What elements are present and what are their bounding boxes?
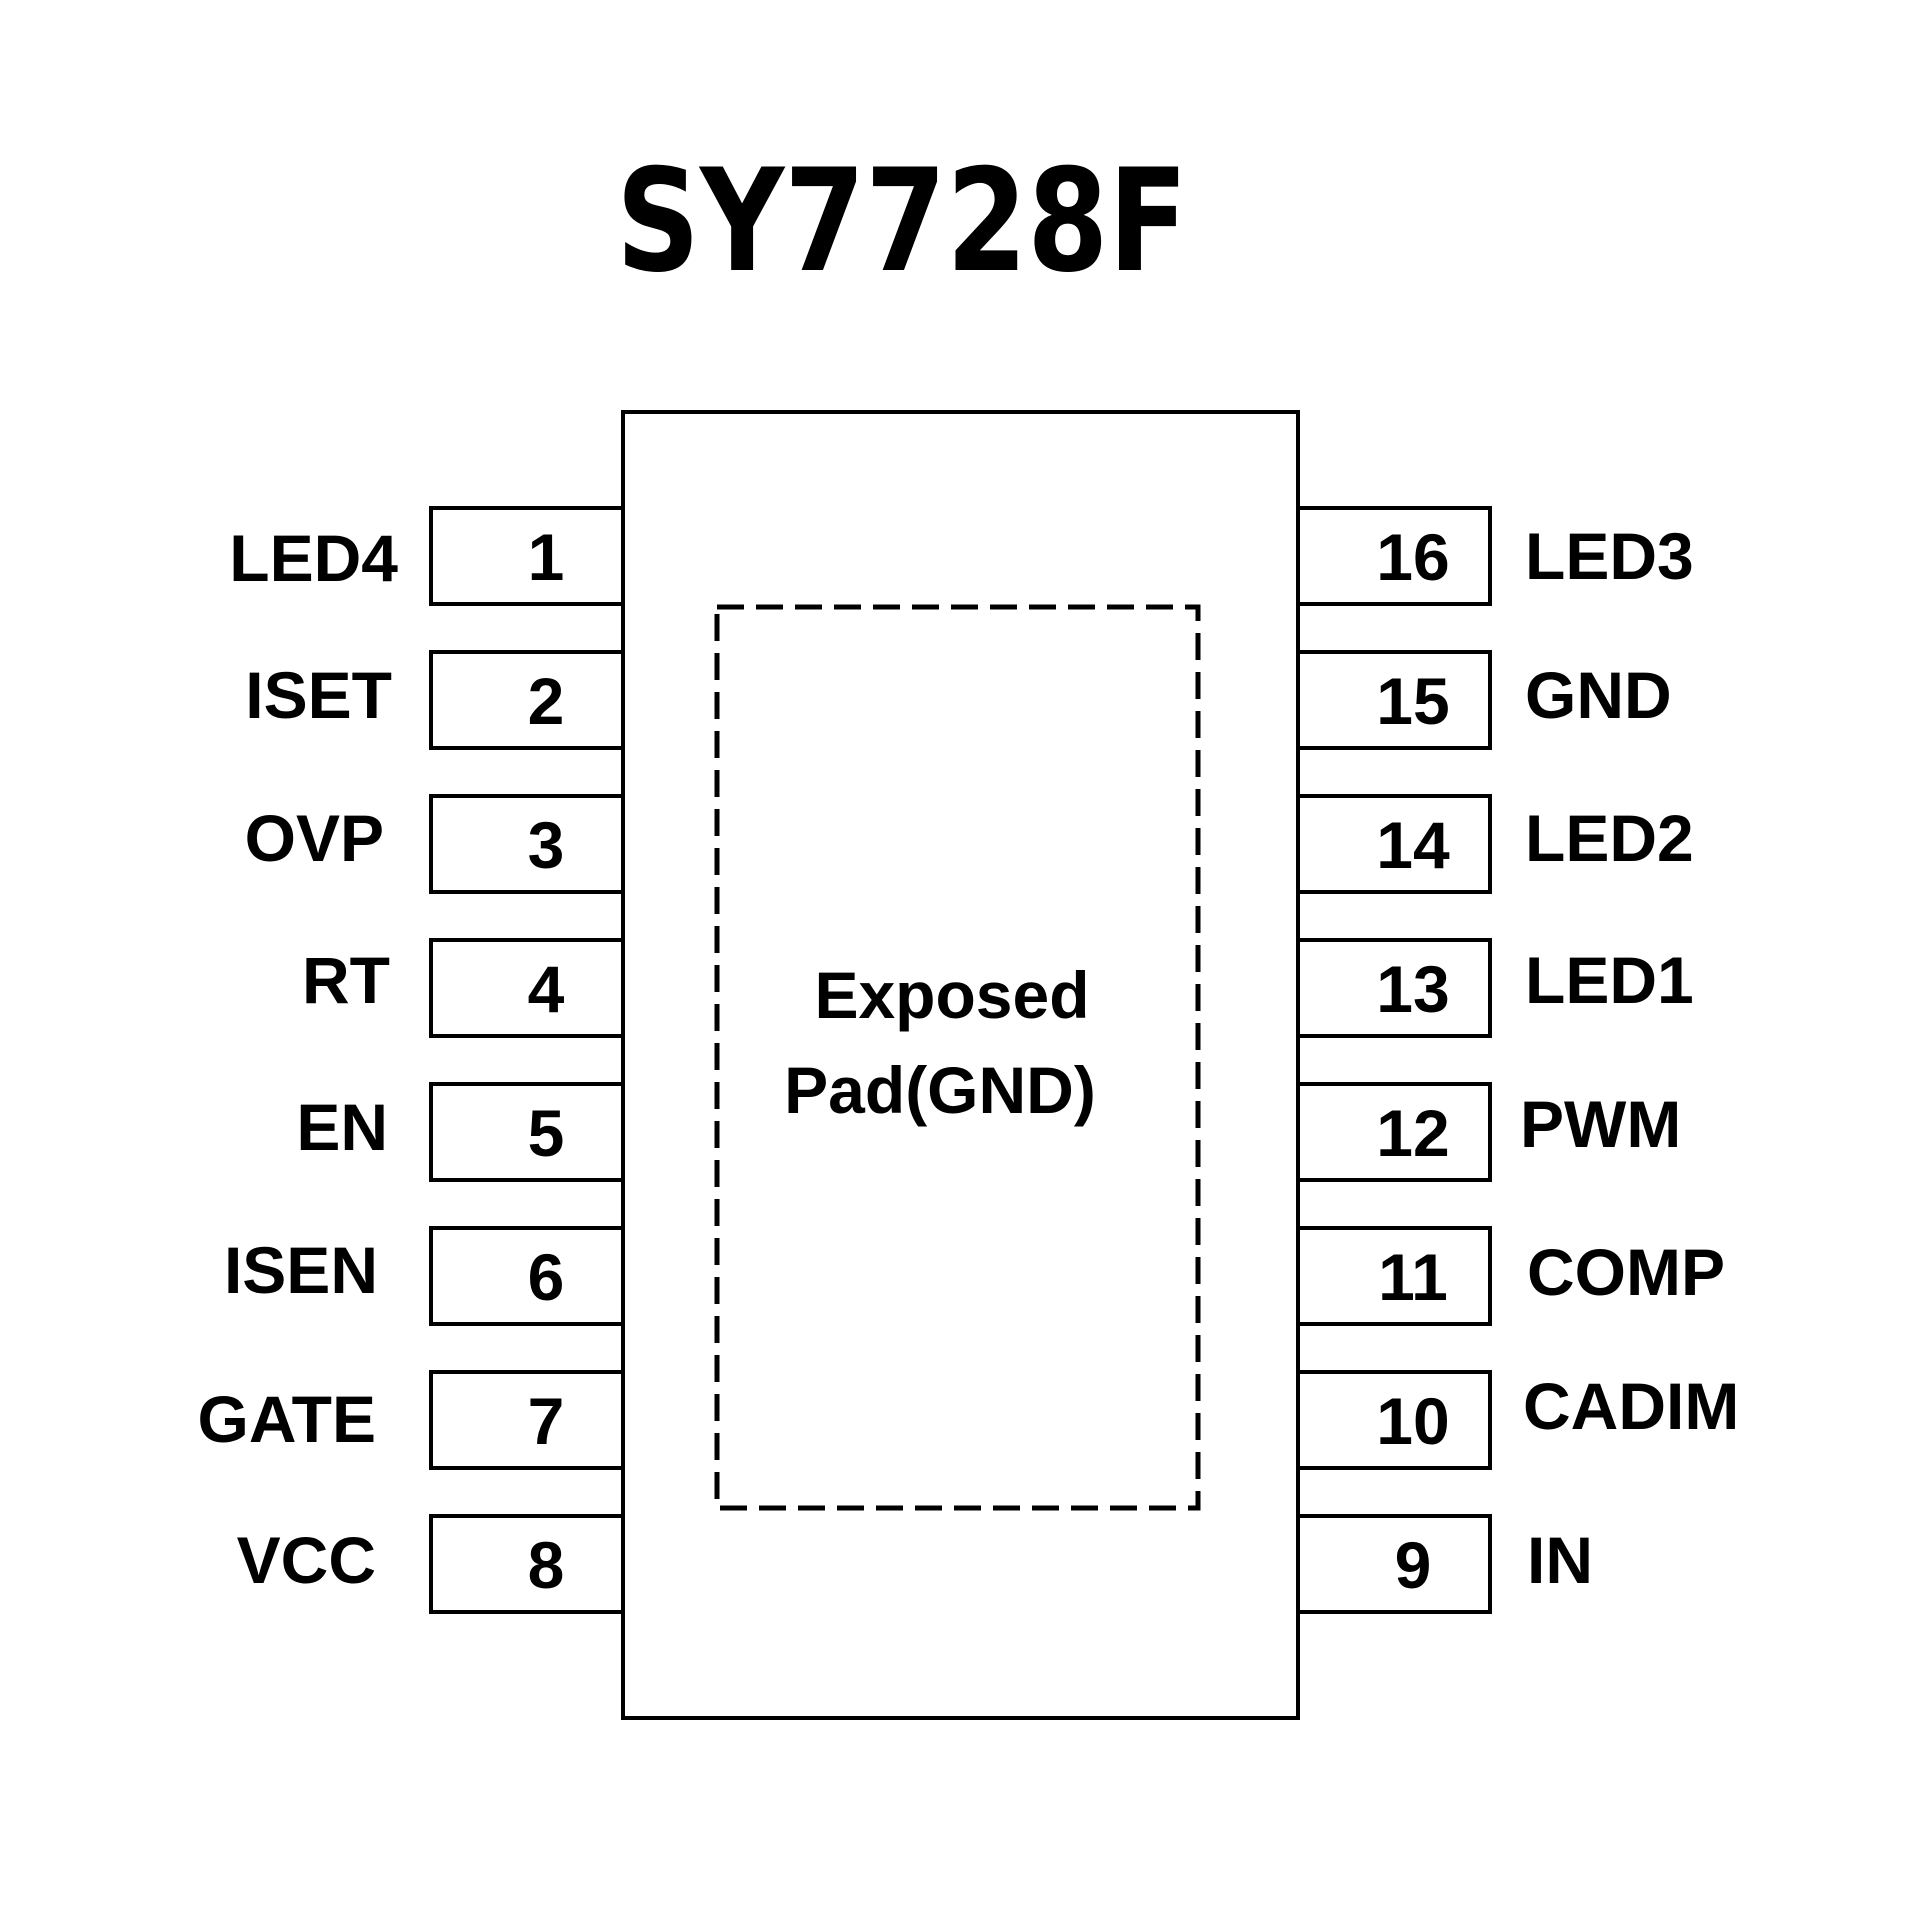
pin-name: VCC [237, 1523, 376, 1597]
pin-2-lead [429, 650, 625, 750]
pin-8-lead [429, 1514, 625, 1614]
pin-1: 1 LED4 [229, 506, 625, 606]
pin-name: LED4 [229, 521, 398, 595]
pin-name: RT [302, 943, 390, 1017]
exposed-pad-label-line1: Exposed [814, 958, 1089, 1032]
pin-number: 2 [528, 664, 565, 738]
pin-name: ISET [245, 658, 392, 732]
pin-name: PWM [1520, 1087, 1681, 1161]
pin-number: 14 [1376, 808, 1450, 882]
pin-number: 9 [1395, 1528, 1432, 1602]
pin-2: 2 ISET [245, 650, 625, 750]
pin-number: 3 [528, 808, 565, 882]
pin-7: 7 GATE [198, 1370, 625, 1470]
pin-10: 10 CADIM [1296, 1369, 1739, 1470]
pin-number: 5 [528, 1096, 565, 1170]
pin-number: 7 [528, 1384, 565, 1458]
pin-number: 16 [1376, 520, 1449, 594]
pin-6-lead [429, 1226, 625, 1326]
pin-14: 14 LED2 [1296, 794, 1694, 894]
pin-11-lead [1296, 1226, 1492, 1326]
pin-number: 1 [528, 520, 565, 594]
pin-3-lead [429, 794, 625, 894]
pin-name: LED1 [1525, 943, 1694, 1017]
pin-4: 4 RT [302, 938, 625, 1038]
pin-name: IN [1527, 1523, 1593, 1597]
pin-number: 13 [1376, 952, 1449, 1026]
pin-number: 10 [1376, 1384, 1449, 1458]
pin-9: 9 IN [1296, 1514, 1593, 1614]
pin-number: 6 [528, 1240, 565, 1314]
pin-number: 8 [528, 1528, 565, 1602]
pin-number: 15 [1376, 664, 1449, 738]
pin-1-lead [429, 506, 625, 606]
right-pin-column: 16 LED3 15 GND 14 LED2 13 LED1 12 PWM 11 COMP 10 CADI… [1296, 506, 1739, 1614]
pin-name: CADIM [1523, 1369, 1739, 1443]
pin-5: 5 EN [296, 1082, 625, 1182]
pin-3: 3 OVP [245, 794, 625, 894]
pin-number: 12 [1376, 1096, 1449, 1170]
pin-16: 16 LED3 [1296, 506, 1694, 606]
pin-name: EN [296, 1090, 388, 1164]
pin-14-lead [1296, 794, 1492, 894]
pin-5-lead [429, 1082, 625, 1182]
pin-name: OVP [245, 801, 384, 875]
pin-name: GND [1525, 658, 1672, 732]
pin-7-lead [429, 1370, 625, 1470]
pin-6: 6 ISEN [224, 1226, 625, 1326]
pin-15: 15 GND [1296, 650, 1672, 750]
pin-13-lead [1296, 938, 1492, 1038]
pin-8: 8 VCC [237, 1514, 625, 1614]
pin-10-lead [1296, 1370, 1492, 1470]
chip-body [621, 410, 1300, 1720]
pin-11: 11 COMP [1296, 1226, 1725, 1326]
pin-number: 4 [528, 952, 565, 1026]
pin-name: LED3 [1525, 519, 1694, 593]
pin-name: LED2 [1525, 801, 1694, 875]
exposed-pad-outline [714, 604, 1201, 1511]
left-pin-column: 1 LED4 2 ISET 3 OVP 4 RT 5 EN 6 ISEN 7 GATE 8 VCC [198, 506, 625, 1614]
pin-name: ISEN [224, 1233, 378, 1307]
pin-number: 11 [1378, 1240, 1448, 1314]
exposed-pad-label-line2: Pad(GND) [784, 1053, 1096, 1127]
pin-name: COMP [1527, 1235, 1725, 1309]
pin-name: GATE [198, 1382, 376, 1456]
pin-13: 13 LED1 [1296, 938, 1694, 1038]
pin-12-lead [1296, 1082, 1492, 1182]
pin-12: 12 PWM [1296, 1082, 1681, 1182]
chip-title: SY7728F [616, 138, 1188, 304]
